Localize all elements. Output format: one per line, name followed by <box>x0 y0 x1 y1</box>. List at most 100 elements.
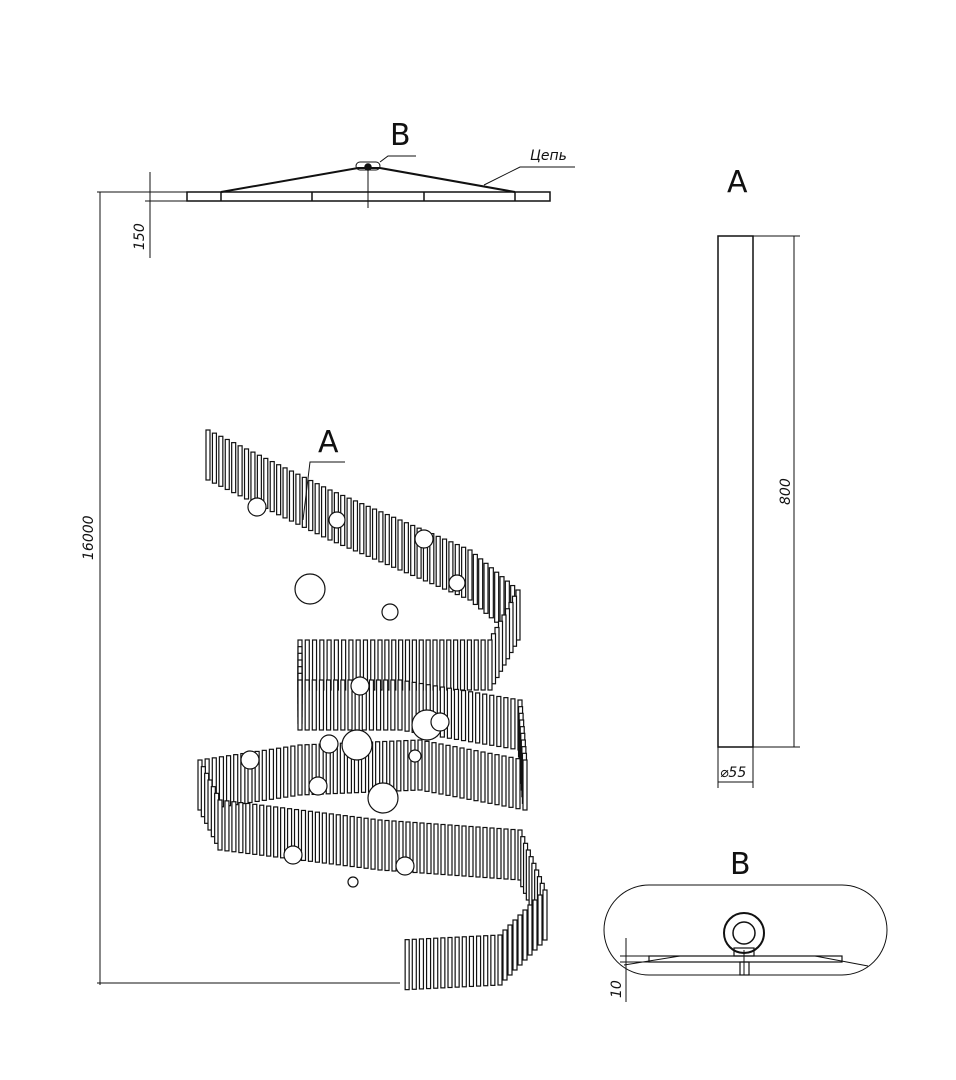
helix-rod <box>461 936 467 988</box>
helix-rod <box>475 826 481 878</box>
helix-rod <box>473 639 479 691</box>
helix-rod <box>342 815 348 867</box>
helix-rod <box>412 821 418 874</box>
helix-rod <box>532 899 538 951</box>
view-b-label: B <box>390 118 411 153</box>
helix-rod <box>512 919 518 971</box>
helix-rod <box>295 473 301 525</box>
helix-rod <box>468 935 475 988</box>
helix-rod <box>308 479 314 532</box>
rod-diameter-dimension: ⌀55 <box>720 765 746 781</box>
helix-rod <box>318 679 325 731</box>
crystal-ball <box>308 776 328 796</box>
helix-rod <box>347 679 353 731</box>
helix-rod <box>340 679 346 731</box>
helix-rod <box>496 695 502 748</box>
helix-rod <box>391 516 397 568</box>
helix-rod <box>245 802 251 855</box>
crystal-ball <box>448 574 466 592</box>
helix-rod <box>352 500 359 552</box>
helix-rod <box>297 679 303 731</box>
helix-rod <box>475 935 482 987</box>
helix-rod <box>501 755 507 807</box>
helix-rod <box>276 464 282 516</box>
helix-rod <box>268 748 275 800</box>
helix-rod <box>440 937 446 989</box>
helix-rod <box>335 814 341 866</box>
helix-rod <box>243 448 250 500</box>
helix-rod <box>410 739 416 791</box>
helix-rod <box>238 802 244 854</box>
crystal-ball <box>247 497 267 517</box>
helix-rod <box>378 511 384 563</box>
helix-rod <box>475 692 481 744</box>
helix-rod <box>325 679 332 731</box>
detail-a-leader <box>302 461 345 521</box>
rod-length-dimension: 800 <box>778 478 794 505</box>
helix-rod <box>359 503 365 555</box>
helix-rod <box>438 743 444 795</box>
helix-rod <box>404 939 410 991</box>
helix-rod <box>282 467 288 519</box>
helix-rod <box>510 698 516 750</box>
helix-rod <box>314 483 320 535</box>
helix-rod <box>384 819 390 872</box>
helix-rod <box>218 435 224 487</box>
helix-rod <box>439 639 445 691</box>
helix-rod <box>459 639 466 691</box>
helix-rod <box>252 803 258 855</box>
crystal-ball <box>430 712 450 732</box>
helix-rod <box>510 828 516 881</box>
helix-rod <box>403 739 409 792</box>
helix-rod <box>517 914 523 966</box>
helix-rod <box>433 823 439 875</box>
helix-rod <box>365 505 371 557</box>
helix-rod <box>490 934 496 986</box>
helix-rod <box>254 750 260 803</box>
helix-rod <box>290 745 296 797</box>
crystal-ball <box>367 782 399 814</box>
helix-rod <box>494 571 500 623</box>
crystal-ball <box>319 734 339 754</box>
helix-rod <box>425 639 431 691</box>
helix-rod <box>439 686 445 738</box>
helix-rod <box>480 639 486 691</box>
helix-rod <box>231 442 237 494</box>
helix-rod <box>404 680 410 732</box>
helix-rod <box>419 822 425 874</box>
detail-b-title: B <box>730 847 751 882</box>
detail-a-title: A <box>727 165 748 200</box>
helix-rod <box>217 799 223 851</box>
helix-rod <box>483 935 489 987</box>
helix-rod <box>542 889 548 941</box>
rod-detail <box>717 235 800 788</box>
detail-thickness-dimension: 10 <box>609 980 625 998</box>
helix-rod <box>377 819 383 871</box>
helix-rod <box>480 751 486 803</box>
helix-rod <box>275 747 282 799</box>
helix-rod <box>454 936 460 988</box>
helix-rod <box>468 825 474 878</box>
crystal-ball <box>283 845 303 865</box>
helix-rod <box>472 553 478 606</box>
helix-rod <box>411 938 417 990</box>
helix-rod <box>489 827 495 879</box>
helix-rod <box>487 752 493 804</box>
helix-rod <box>383 679 389 731</box>
helix-rod <box>459 747 465 799</box>
helix-rod <box>304 679 310 731</box>
helix-rod <box>418 938 425 990</box>
helix-rod <box>218 756 225 808</box>
helix-rod <box>453 639 459 691</box>
helix-rod <box>283 746 289 798</box>
helix-rod <box>307 810 314 862</box>
helix-rod <box>273 806 279 858</box>
helix-rod <box>300 809 307 862</box>
helix-rod <box>301 476 307 528</box>
helix-rod <box>527 904 533 956</box>
helix-rod <box>397 519 403 571</box>
helix-rod <box>368 679 375 731</box>
helix-rod <box>522 759 528 811</box>
helix-rod <box>466 639 472 691</box>
crystal-ball <box>328 511 346 529</box>
